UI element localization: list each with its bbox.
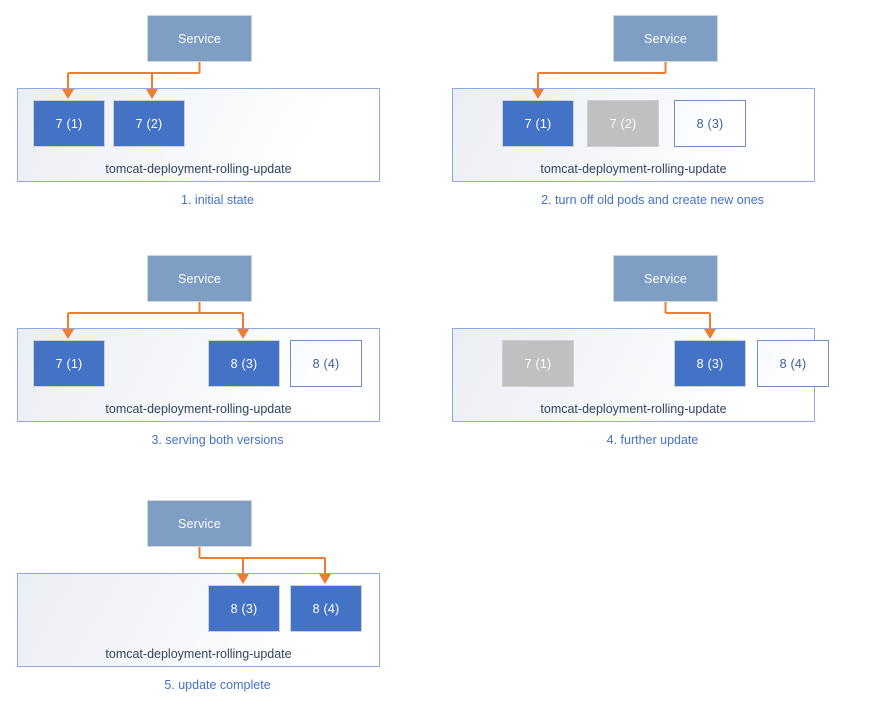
pod-box[interactable]: 7 (1) [502, 100, 574, 147]
service-box[interactable]: Service [613, 15, 718, 62]
panel-caption: 1. initial state [181, 193, 254, 207]
pod-box[interactable]: 8 (3) [208, 340, 280, 387]
pod-label: 7 (1) [55, 116, 83, 131]
panel-caption: 2. turn off old pods and create new ones [541, 193, 764, 207]
pod-box[interactable]: 8 (4) [757, 340, 829, 387]
pod-box[interactable]: 7 (2) [113, 100, 185, 147]
pod-box[interactable]: 8 (3) [208, 585, 280, 632]
diagram-panel-2: Service tomcat-deployment-rolling-update 7… [435, 0, 870, 233]
pod-label: 8 (4) [312, 356, 340, 371]
deployment-name-label: tomcat-deployment-rolling-update [540, 162, 727, 176]
pod-box[interactable]: 8 (3) [674, 340, 746, 387]
service-label: Service [177, 31, 222, 46]
panel-caption: 3. serving both versions [151, 433, 284, 447]
pod-box[interactable]: 7 (1) [33, 100, 105, 147]
pod-box[interactable]: 7 (1) [502, 340, 574, 387]
service-label: Service [177, 516, 222, 531]
pod-label: 8 (3) [230, 356, 258, 371]
pod-box[interactable]: 8 (3) [674, 100, 746, 147]
deployment-name-label: tomcat-deployment-rolling-update [540, 402, 727, 416]
deployment-name-label: tomcat-deployment-rolling-update [105, 402, 292, 416]
pod-box[interactable]: 7 (2) [587, 100, 659, 147]
service-box[interactable]: Service [147, 500, 252, 547]
service-box[interactable]: Service [147, 15, 252, 62]
panel-caption: 4. further update [606, 433, 699, 447]
pod-label: 8 (3) [696, 356, 724, 371]
service-label: Service [643, 31, 688, 46]
diagram-panel-1: Service tomcat-deployment-rolling-update 7… [0, 0, 435, 233]
pod-label: 8 (4) [779, 356, 807, 371]
panel-caption: 5. update complete [164, 678, 271, 692]
pod-label: 8 (3) [230, 601, 258, 616]
service-label: Service [177, 271, 222, 286]
diagram-panel-5: Service tomcat-deployment-rolling-update 8… [0, 485, 435, 718]
service-box[interactable]: Service [147, 255, 252, 302]
pod-label: 7 (2) [609, 116, 637, 131]
pod-box[interactable]: 7 (1) [33, 340, 105, 387]
pod-label: 8 (4) [312, 601, 340, 616]
deployment-name-label: tomcat-deployment-rolling-update [105, 162, 292, 176]
pod-label: 8 (3) [696, 116, 724, 131]
pod-label: 7 (1) [55, 356, 83, 371]
diagram-panel-4: Service tomcat-deployment-rolling-update 7… [435, 240, 870, 473]
pod-label: 7 (2) [135, 116, 163, 131]
pod-box[interactable]: 8 (4) [290, 340, 362, 387]
deployment-name-label: tomcat-deployment-rolling-update [105, 647, 292, 661]
service-label: Service [643, 271, 688, 286]
diagram-panel-3: Service tomcat-deployment-rolling-update 7… [0, 240, 435, 473]
pod-box[interactable]: 8 (4) [290, 585, 362, 632]
pod-label: 7 (1) [524, 356, 552, 371]
service-box[interactable]: Service [613, 255, 718, 302]
pod-label: 7 (1) [524, 116, 552, 131]
